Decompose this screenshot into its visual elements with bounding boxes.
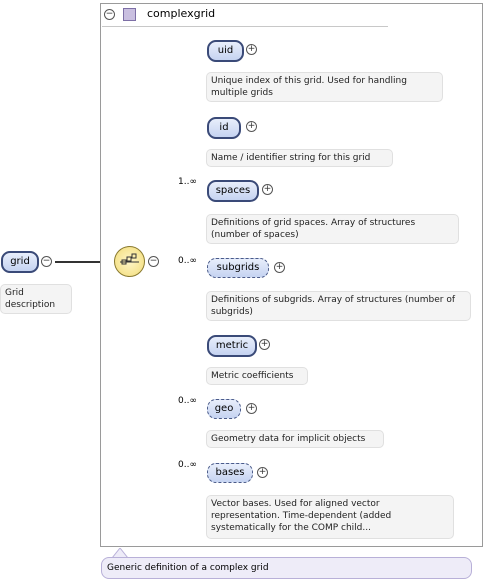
element-doc: Vector bases. Used for aligned vector re… <box>206 495 454 539</box>
sequence-compositor-icon[interactable] <box>114 246 145 277</box>
element-geo[interactable]: geo <box>207 399 241 419</box>
element-id[interactable]: id <box>207 117 241 139</box>
element-metric[interactable]: metric <box>207 335 257 357</box>
element-doc: Unique index of this grid. Used for hand… <box>206 72 443 102</box>
minus-circle-icon[interactable]: − <box>104 9 115 20</box>
plus-circle-icon[interactable]: + <box>259 339 270 350</box>
complex-type-title: complexgrid <box>147 7 216 20</box>
multiplicity-label: 0..∞ <box>178 460 197 470</box>
root-element-grid[interactable]: grid <box>1 251 39 273</box>
element-label: metric <box>215 340 249 351</box>
plus-circle-icon[interactable]: + <box>246 121 257 132</box>
element-label: spaces <box>215 185 251 196</box>
sequence-glyph <box>120 253 139 265</box>
root-element-label: grid <box>10 256 30 267</box>
plus-circle-icon[interactable]: + <box>274 262 285 273</box>
multiplicity-label: 0..∞ <box>178 256 197 266</box>
root-description: Grid description <box>0 284 72 314</box>
multiplicity-label: 0..∞ <box>178 396 197 406</box>
frame-divider <box>102 26 388 27</box>
element-doc: Geometry data for implicit objects <box>206 430 384 448</box>
plus-circle-icon[interactable]: + <box>262 184 273 195</box>
element-bases[interactable]: bases <box>207 463 253 483</box>
plus-circle-icon[interactable]: + <box>246 403 257 414</box>
element-doc: Definitions of grid spaces. Array of str… <box>206 214 459 244</box>
plus-circle-icon[interactable]: + <box>246 44 257 55</box>
element-subgrids[interactable]: subgrids <box>207 258 269 278</box>
annotation-pointer <box>112 548 128 558</box>
element-label: bases <box>215 467 245 478</box>
complex-type-annotation: Generic definition of a complex grid <box>101 557 472 579</box>
element-uid[interactable]: uid <box>207 40 244 62</box>
element-label: id <box>219 122 229 133</box>
element-spaces[interactable]: spaces <box>207 180 259 202</box>
element-doc: Definitions of subgrids. Array of struct… <box>206 291 471 321</box>
minus-circle-icon[interactable]: − <box>148 256 159 267</box>
element-label: uid <box>217 45 234 56</box>
element-label: subgrids <box>216 262 260 273</box>
plus-circle-icon[interactable]: + <box>257 467 268 478</box>
minus-circle-icon[interactable]: − <box>41 256 52 267</box>
multiplicity-label: 1..∞ <box>178 177 197 187</box>
element-label: geo <box>214 403 234 414</box>
complex-type-icon <box>123 8 136 21</box>
element-doc: Metric coefficients <box>206 367 308 385</box>
element-doc: Name / identifier string for this grid <box>206 149 393 167</box>
